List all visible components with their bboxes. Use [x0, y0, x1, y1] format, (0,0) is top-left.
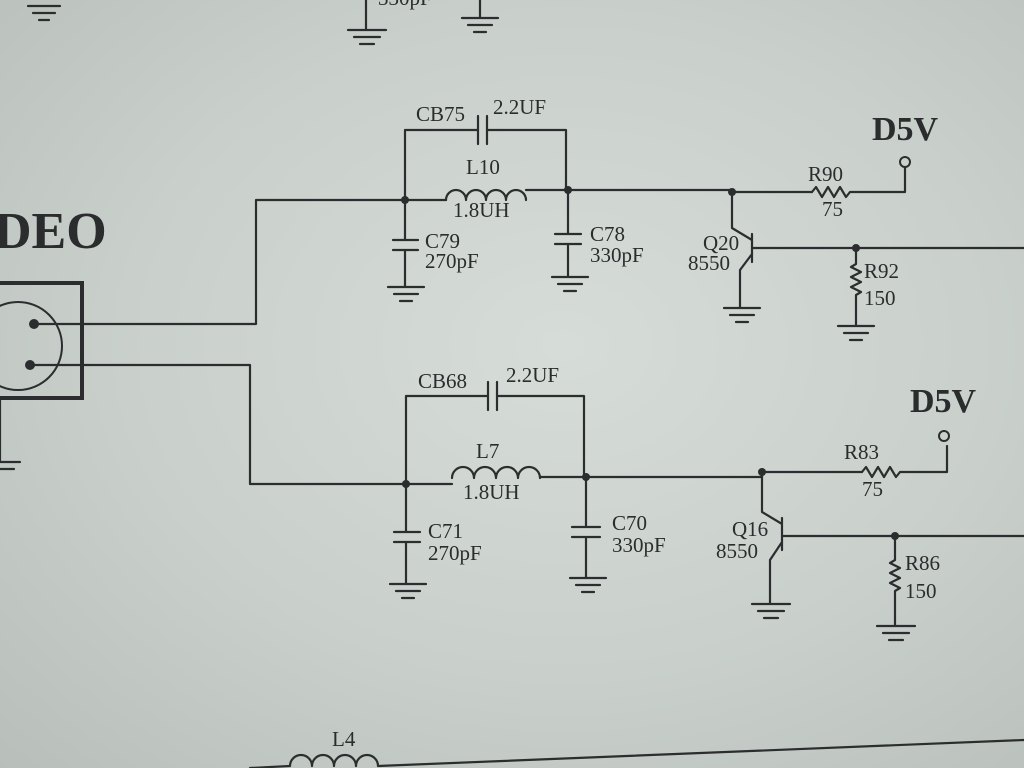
lower-r-series-value: 75: [862, 477, 883, 501]
lower-c-out-capacitor: [568, 475, 608, 594]
upper-signal-wire: [32, 198, 407, 326]
top-partial-capacitor: [346, 0, 388, 46]
upper-supply-label: D5V: [872, 111, 939, 148]
lower-cb-capacitor: [486, 380, 499, 412]
lower-r-series-resistor: [860, 444, 949, 479]
upper-r-series-ref: R90: [808, 162, 843, 186]
lower-r-load-value: 150: [905, 579, 937, 603]
upper-supply-terminal: [899, 156, 911, 168]
lower-c-in-capacitor: [388, 482, 428, 600]
top-partial-ground-right: [460, 0, 500, 34]
upper-cb-value: 2.2UF: [493, 95, 546, 119]
lower-q-ref: Q16: [732, 517, 768, 541]
upper-r-series-value: 75: [822, 197, 843, 221]
upper-inductor: [444, 188, 528, 202]
upper-c-out-value: 330pF: [590, 243, 644, 267]
lower-l-value: 1.8UH: [463, 480, 520, 504]
lower-c-in-ref: C71: [428, 519, 463, 543]
lower-cb-ref: CB68: [418, 369, 467, 393]
upper-r-series-resistor: [810, 165, 907, 199]
lower-inductor: [450, 465, 542, 480]
lower-l-ref: L7: [476, 439, 499, 463]
upper-r-load-ref: R92: [864, 259, 899, 283]
connector-label: DEO: [0, 203, 107, 260]
lower-supply-label: D5V: [910, 383, 977, 420]
upper-q-value: 8550: [688, 251, 730, 275]
bottom-inductor: [248, 738, 1024, 768]
lower-q-value: 8550: [716, 539, 758, 563]
lower-cb-value: 2.2UF: [506, 363, 559, 387]
lower-r-load-ref: R86: [905, 551, 940, 575]
upper-r-load-resistor: [836, 246, 876, 342]
upper-c-out-capacitor: [550, 188, 590, 293]
connector-ground: [0, 396, 22, 471]
lower-c-out-ref: C70: [612, 511, 647, 535]
lower-c-in-value: 270pF: [428, 541, 482, 565]
upper-c-in-capacitor: [386, 198, 426, 303]
lower-signal-wire: [28, 363, 408, 486]
upper-l-value: 1.8UH: [453, 198, 510, 222]
lower-transistor: [750, 470, 1024, 620]
upper-r-load-value: 150: [864, 286, 896, 310]
upper-cb-ref: CB75: [416, 102, 465, 126]
upper-c-in-ref: C79: [425, 229, 460, 253]
upper-transistor: [722, 190, 1024, 324]
top-partial-ground-left: [26, 4, 62, 22]
upper-c-in-value: 270pF: [425, 249, 479, 273]
video-connector: [0, 281, 84, 400]
lower-r-series-ref: R83: [844, 440, 879, 464]
upper-cb-capacitor: [476, 114, 489, 146]
upper-q-ref: Q20: [703, 231, 739, 255]
bottom-inductor-ref: L4: [332, 727, 356, 751]
lower-bypass-wire: [404, 394, 586, 486]
upper-l-ref: L10: [466, 155, 500, 179]
lower-supply-terminal: [938, 430, 950, 442]
top-partial-label: 330pF: [378, 0, 432, 10]
upper-c-out-ref: C78: [590, 222, 625, 246]
lower-r-load-resistor: [875, 534, 917, 642]
upper-bypass-wire: [403, 128, 568, 202]
lower-c-out-value: 330pF: [612, 533, 666, 557]
